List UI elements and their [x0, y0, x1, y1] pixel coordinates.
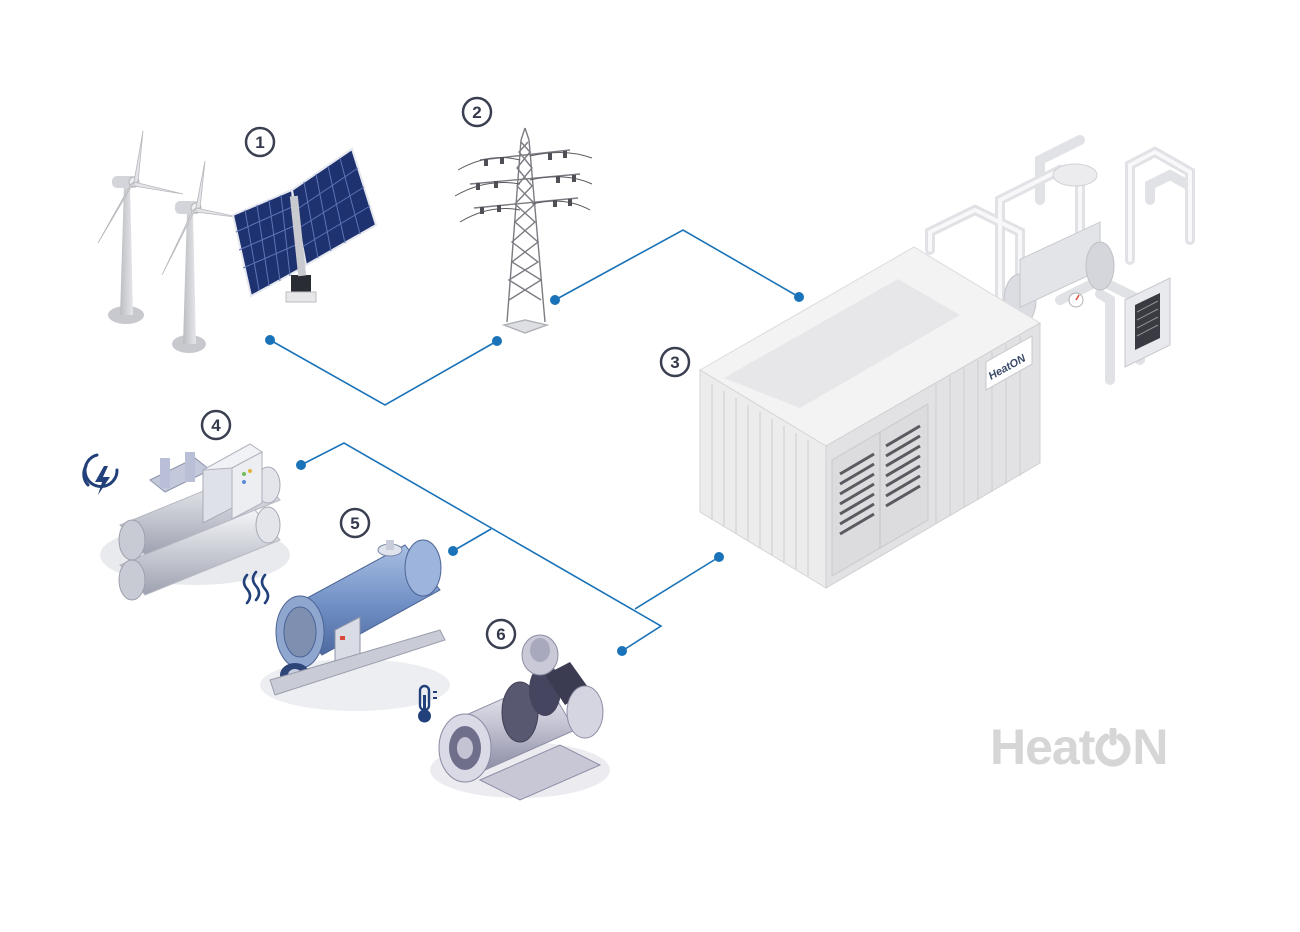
connector-dot: [296, 460, 306, 470]
number-badges: 1 2 3 4 5 6: [200, 96, 691, 650]
badge-4: 4: [200, 409, 232, 441]
chiller-unit: [100, 443, 290, 601]
badge-2: 2: [461, 96, 493, 128]
badge-5: 5: [339, 507, 371, 539]
badge-6: 6: [485, 618, 517, 650]
heaton-container: HeatON: [699, 246, 1041, 589]
connector-dot: [794, 292, 804, 302]
heat-waves-icon: [242, 570, 270, 605]
thermometer-icon: [418, 684, 437, 723]
container-vents: [839, 424, 921, 536]
svg-text:6: 6: [496, 625, 505, 644]
svg-text:2: 2: [472, 103, 481, 122]
connector-equipment-bus: [300, 442, 663, 652]
wind-turbines: [97, 130, 244, 353]
watermark-prefix: Heat: [990, 719, 1095, 775]
svg-text:1: 1: [255, 133, 264, 152]
heat-exchanger: [1003, 163, 1171, 368]
svg-text:5: 5: [350, 514, 359, 533]
power-pylon: [454, 127, 593, 334]
solar-panels: [231, 147, 378, 303]
connector-renewables-to-grid: [269, 339, 498, 406]
svg-text:3: 3: [670, 353, 679, 372]
connector-dot: [492, 336, 502, 346]
centrifugal-pump: [430, 634, 610, 801]
connector-dot: [617, 646, 627, 656]
connector-grid-to-heaton: [554, 229, 800, 301]
connector-dot: [550, 295, 560, 305]
bolt-circle-icon: [82, 453, 119, 495]
steam-boiler: [260, 539, 450, 711]
connector-heaton-to-equipment: [634, 556, 720, 610]
connector-dot: [265, 335, 275, 345]
connector-boiler-branch: [452, 528, 492, 552]
connector-dots: [265, 292, 804, 656]
badge-3: 3: [659, 346, 691, 378]
badge-1: 1: [244, 126, 276, 158]
connector-lines: [269, 229, 800, 652]
svg-text:4: 4: [211, 416, 221, 435]
watermark-suffix: N: [1132, 719, 1168, 775]
heaton-watermark-logo: Heat N: [990, 719, 1168, 775]
connector-dot: [448, 546, 458, 556]
power-o-icon: [1094, 722, 1132, 772]
connector-dot: [714, 552, 724, 562]
